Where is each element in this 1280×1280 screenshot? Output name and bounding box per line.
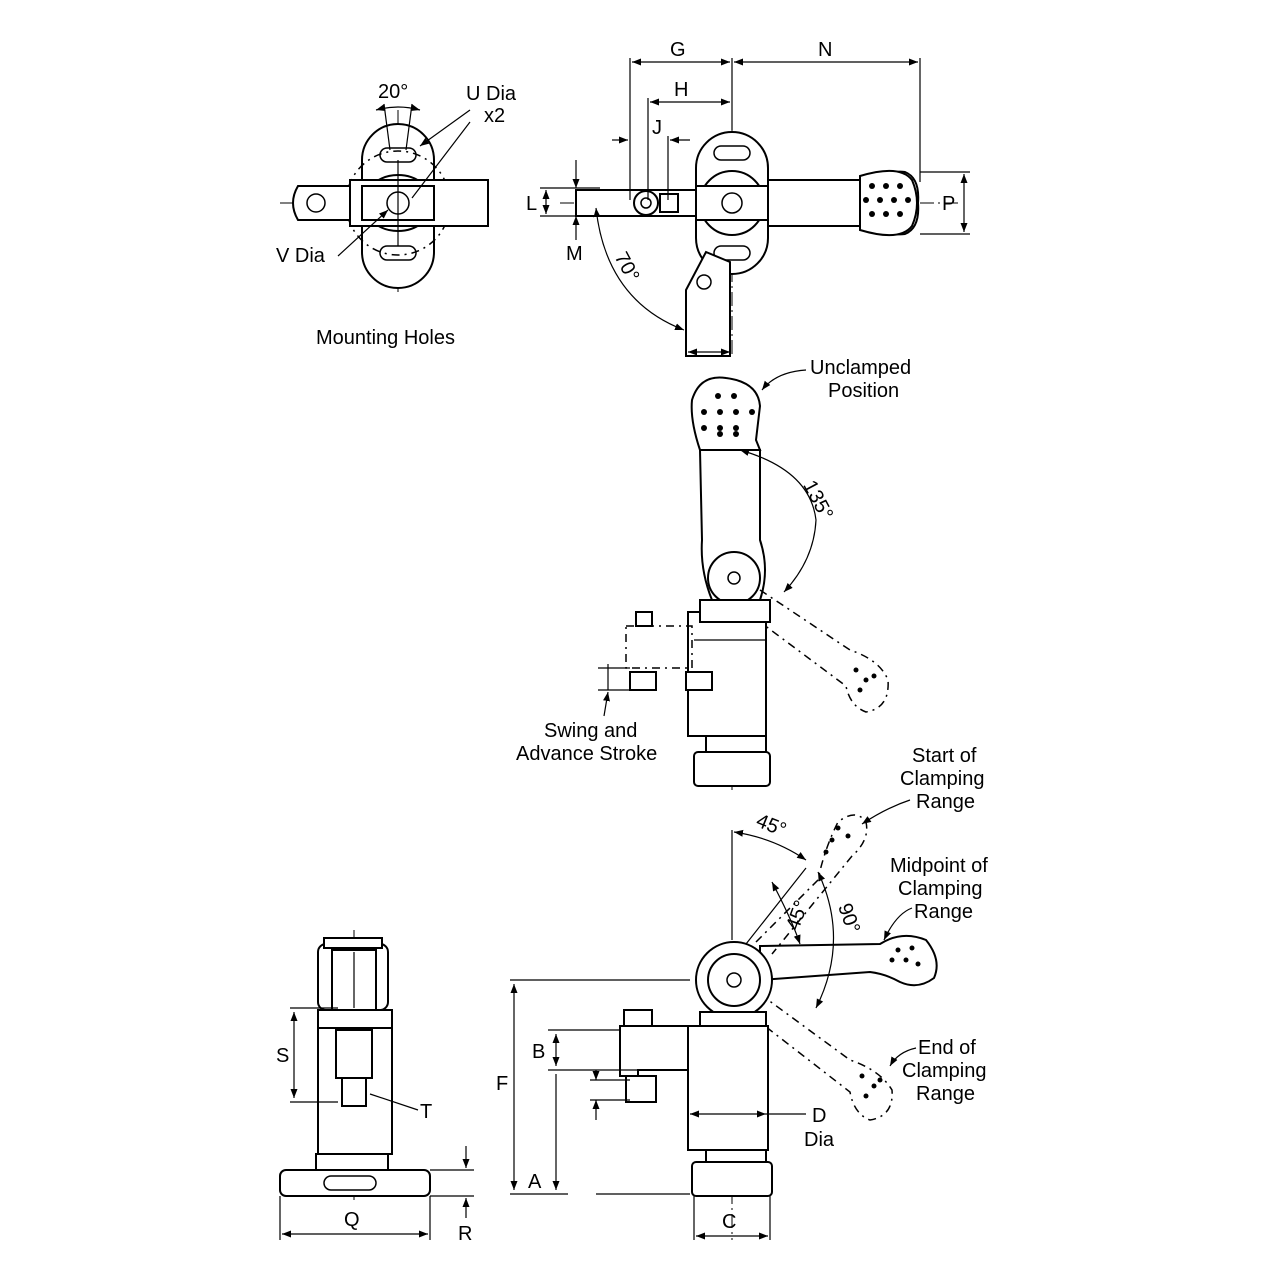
dim-b-label: B [532,1041,545,1063]
dim-d-label: D [812,1105,826,1127]
dim-q-label: Q [344,1209,360,1231]
pad-holes-top [863,183,911,217]
side-view: S T Q R [276,930,474,1245]
top-view: G N H J L M P 70° [526,39,970,357]
clamping-range-view: Start of Clamping Range Midpoint of Clam… [496,745,988,1240]
angle-45b-label: 45° [782,898,813,934]
dim-c-label: C [722,1211,736,1233]
stroke-label-line2: Advance Stroke [516,743,657,765]
u-dia-label: U Dia [466,83,517,105]
pad-holes-start [823,825,851,855]
end-label-line3: Range [916,1083,975,1105]
dim-r-label: R [458,1223,472,1245]
angle-20-label: 20° [378,81,408,103]
start-label-line3: Range [916,791,975,813]
dim-f-label: F [496,1073,508,1095]
unclamped-view: Unclamped Position 135° Swing and Advanc… [516,357,911,790]
dim-p-label: P [942,193,955,215]
pad-holes-mid [889,945,921,967]
dim-g-label: G [670,39,686,61]
dim-h-label: H [674,79,688,101]
dim-s-label: S [276,1045,289,1067]
v-dia-label: V Dia [276,245,326,267]
unclamped-label-line1: Unclamped [810,357,911,379]
dim-j-label: J [652,117,662,139]
unclamped-label-line2: Position [828,380,899,402]
dim-a-label: A [528,1171,542,1193]
pad-holes-unclamped [701,393,755,437]
angle-70-label: 70° [610,248,644,285]
end-label-line1: End of [918,1037,976,1059]
start-label-line1: Start of [912,745,977,767]
pad-holes-dashed [853,667,877,693]
mid-label-line3: Range [914,901,973,923]
dim-m-label: M [566,243,583,265]
pad-holes-end [859,1073,883,1099]
dim-l-label: L [526,193,537,215]
start-label-line2: Clamping [900,768,984,790]
dim-n-label: N [818,39,832,61]
mounting-holes-view: 20° U Dia x2 V Dia Mounting Holes [276,81,517,349]
angle-90-label: 90° [833,900,864,936]
u-dia-count-label: x2 [484,105,505,127]
end-label-line2: Clamping [902,1060,986,1082]
mid-label-line1: Midpoint of [890,855,988,877]
mid-label-line2: Clamping [898,878,982,900]
stroke-label-line1: Swing and [544,720,637,742]
angle-135-label: 135° [798,477,837,524]
dim-t-label: T [420,1101,432,1123]
dim-d-sub-label: Dia [804,1129,835,1151]
mounting-holes-caption: Mounting Holes [316,327,455,349]
